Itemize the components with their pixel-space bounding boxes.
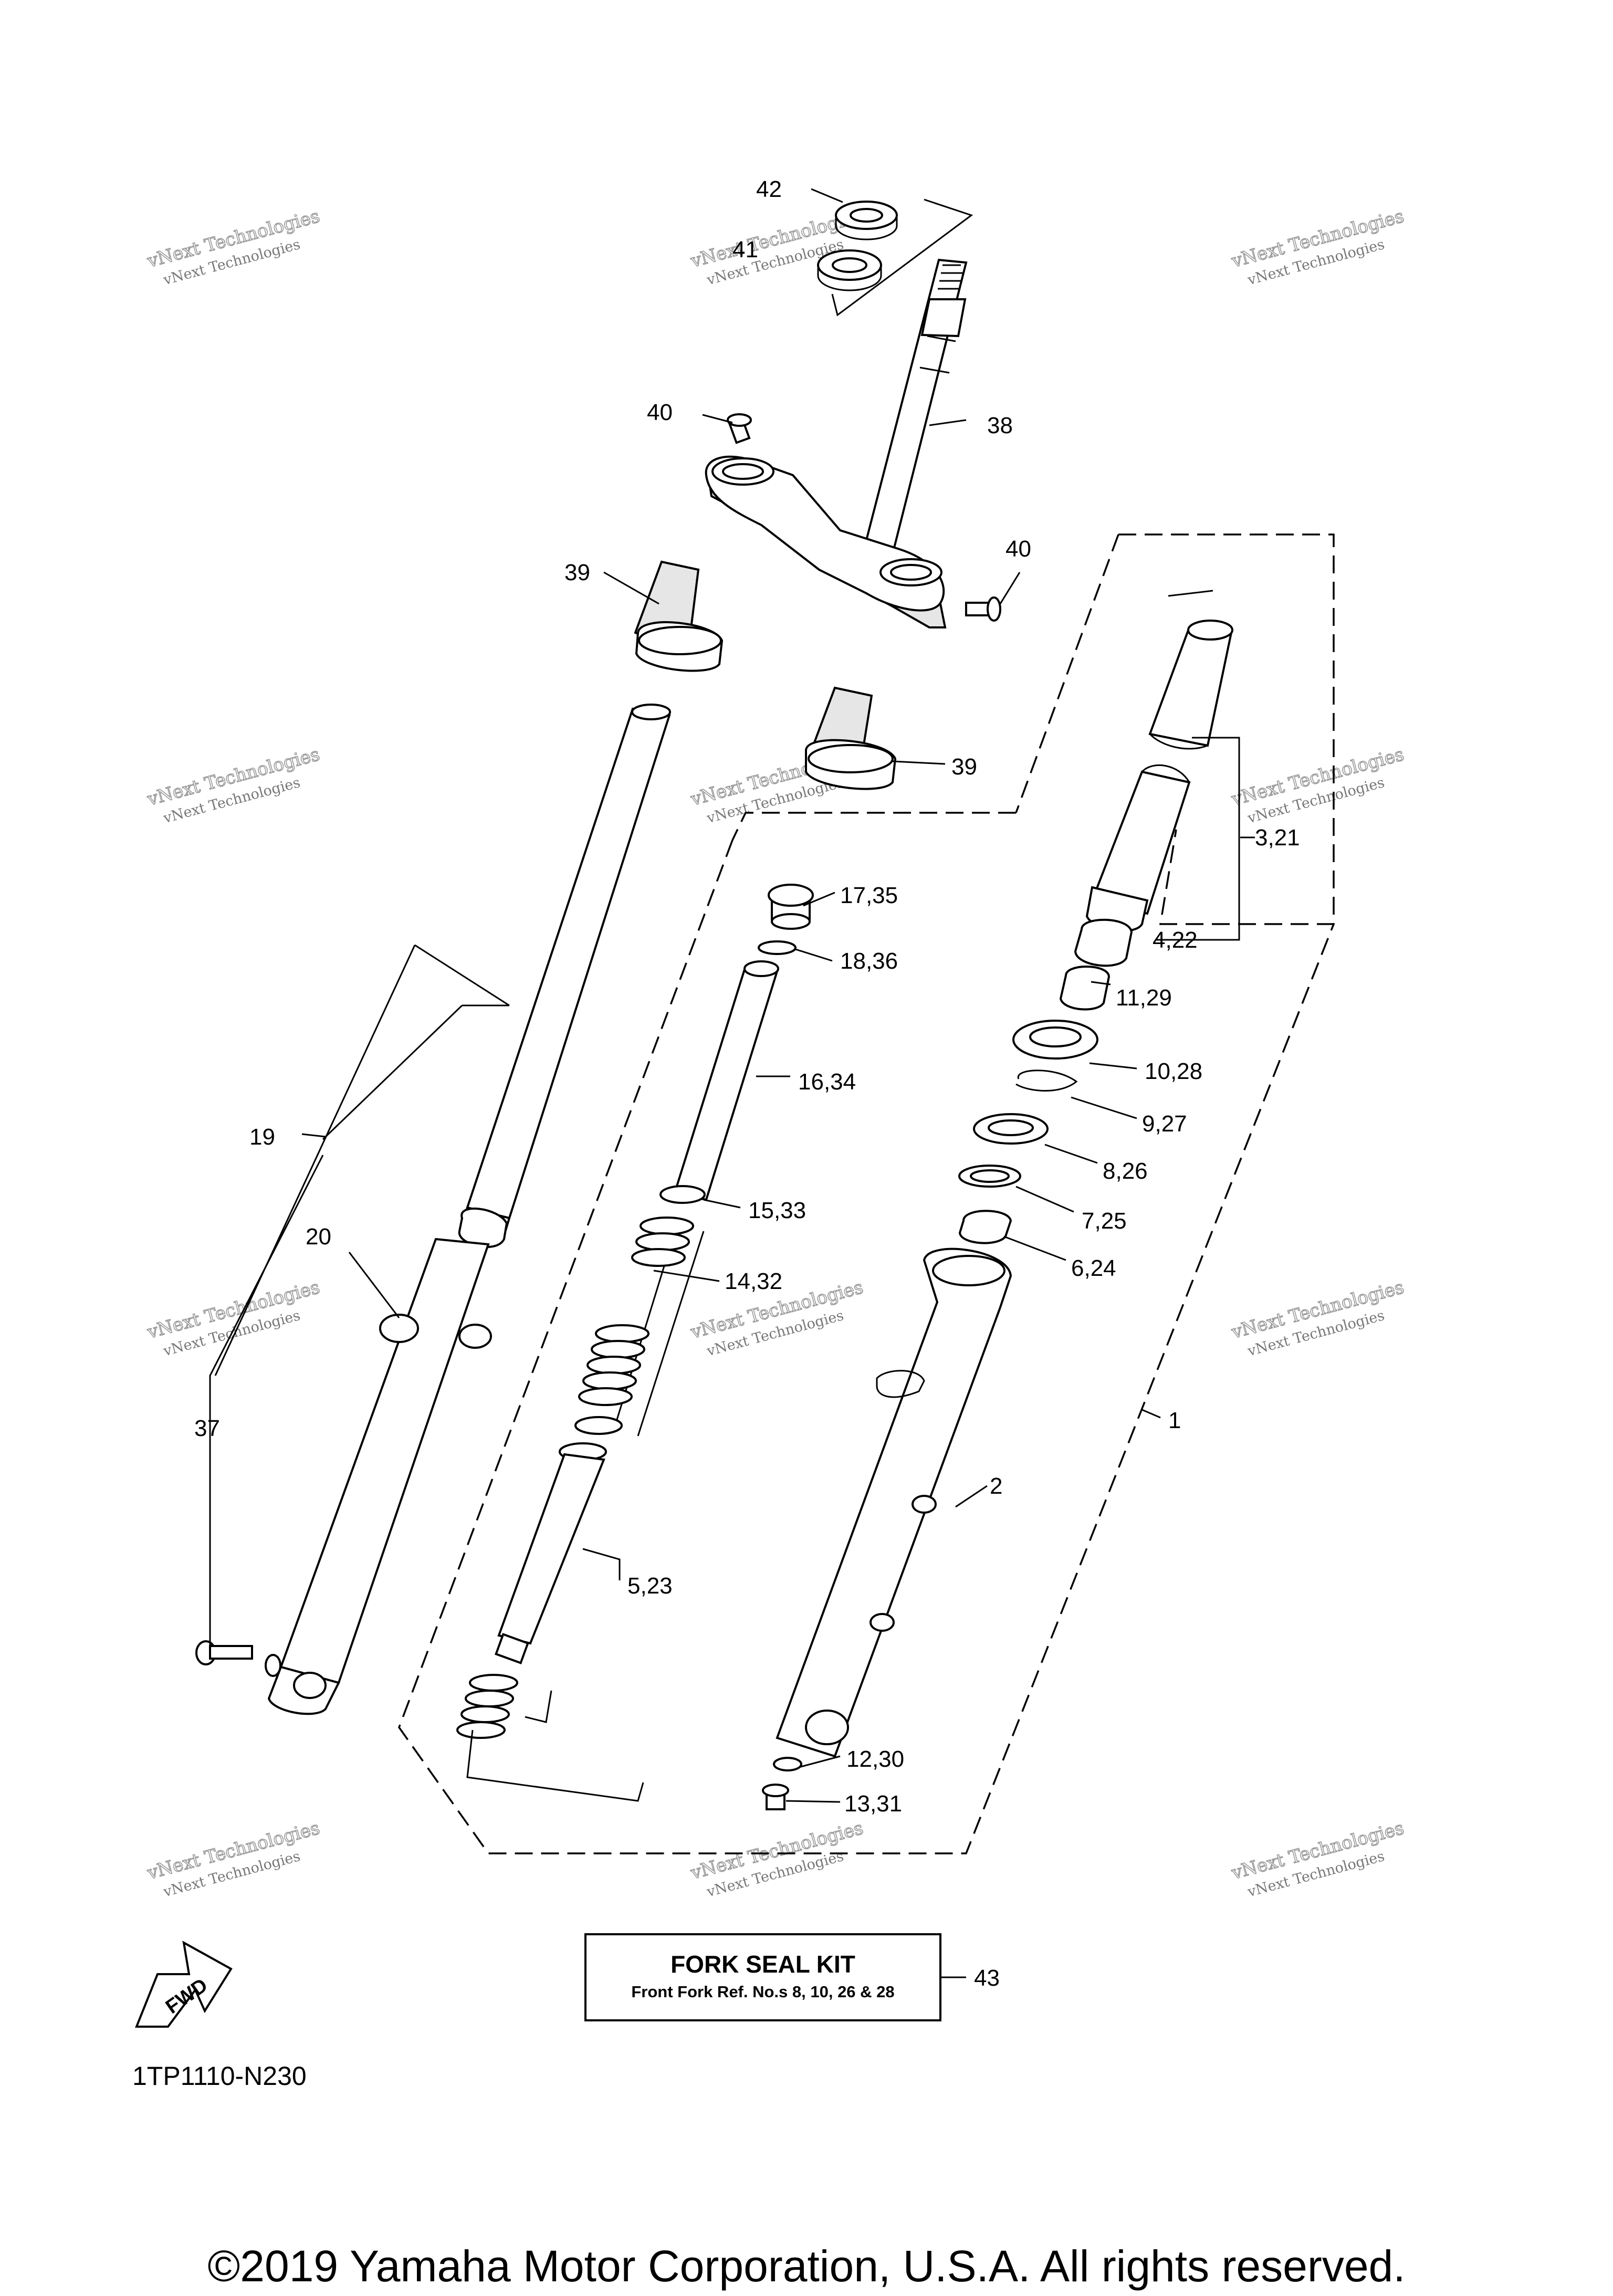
pinch-bolt-upper xyxy=(727,413,752,444)
oil-seal xyxy=(1012,1020,1098,1060)
watermark: vNext Technologies vNext Technologies xyxy=(144,205,322,289)
watermark: vNext Technologies vNext Technologies xyxy=(688,1817,866,1901)
callout-5-23: 5,23 xyxy=(627,1573,673,1599)
callout-12-30: 12,30 xyxy=(846,1746,904,1772)
dust-seal xyxy=(973,1113,1049,1145)
callout-1: 1 xyxy=(1168,1408,1181,1433)
rebound-spring xyxy=(456,1674,518,1739)
callout-17-35: 17,35 xyxy=(840,883,898,908)
fork-spring xyxy=(578,1217,705,1437)
callout-labels: 42 41 40 38 40 39 39 3,21 17,35 4,22 18,… xyxy=(194,176,1300,1991)
o-ring xyxy=(758,940,797,955)
callout-13-31: 13,31 xyxy=(844,1791,902,1817)
bearing-41 xyxy=(817,249,882,291)
watermark: vNext Technologies vNext Technologies xyxy=(1229,205,1407,289)
callout-37: 37 xyxy=(194,1416,220,1441)
forward-arrow-icon: FWD xyxy=(135,1941,233,2028)
watermark: vNext Technologies vNext Technologies xyxy=(144,1817,322,1901)
callout-40-upper: 40 xyxy=(647,400,673,425)
washer-stack xyxy=(958,1165,1021,1188)
callout-40-lower: 40 xyxy=(1005,536,1031,562)
callout-39-upper: 39 xyxy=(564,560,590,585)
guide-bushing xyxy=(1059,966,1111,1011)
callout-14-32: 14,32 xyxy=(725,1268,782,1294)
callout-8-26: 8,26 xyxy=(1103,1158,1148,1184)
callout-43: 43 xyxy=(974,1965,1000,1991)
bearing-42 xyxy=(835,201,898,240)
kit-title: FORK SEAL KIT xyxy=(671,1950,855,1978)
fork-cover-right xyxy=(805,686,897,790)
assembly-outline-main xyxy=(398,534,1335,1854)
under-bracket xyxy=(705,455,947,628)
diagram-code: 1TP1110-N230 xyxy=(132,2061,307,2091)
spacer xyxy=(673,960,779,1201)
copyright-notice: ©2019 Yamaha Motor Corporation, U.S.A. A… xyxy=(207,2241,1406,2291)
drain-washer xyxy=(773,1757,802,1771)
watermark: vNext Technologies vNext Technologies xyxy=(144,1276,322,1360)
callout-10-28: 10,28 xyxy=(1145,1058,1202,1084)
kit-subtitle: Front Fork Ref. No.s 8, 10, 26 & 28 xyxy=(631,1982,895,2001)
fork-cover-left xyxy=(634,560,724,672)
callout-2: 2 xyxy=(990,1473,1002,1499)
stopper-clip xyxy=(1015,1070,1078,1092)
watermark: vNext Technologies vNext Technologies xyxy=(1229,743,1407,827)
bushing-lower xyxy=(958,1210,1012,1244)
steering-stem xyxy=(862,258,968,555)
callout-18-36: 18,36 xyxy=(840,948,898,974)
fork-seal-kit-box: FORK SEAL KIT Front Fork Ref. No.s 8, 10… xyxy=(584,1933,941,2021)
callout-3-21: 3,21 xyxy=(1255,825,1300,851)
callout-11-29: 11,29 xyxy=(1116,985,1172,1011)
callout-7-25: 7,25 xyxy=(1082,1208,1127,1234)
drain-bolt xyxy=(762,1784,789,1810)
outer-tube xyxy=(776,1247,1012,1758)
callout-41: 41 xyxy=(732,237,758,263)
bearing-leader xyxy=(831,198,973,317)
callout-19: 19 xyxy=(249,1124,275,1150)
cap-bolt xyxy=(768,884,814,930)
callout-38: 38 xyxy=(987,413,1013,438)
damper-rod xyxy=(495,1442,607,1664)
callout-6-24: 6,24 xyxy=(1071,1255,1116,1281)
slide-bushing xyxy=(1074,918,1133,967)
pinch-bolt-lower xyxy=(965,596,1001,622)
watermark: vNext Technologies vNext Technologies xyxy=(1229,1817,1407,1901)
piston-ring xyxy=(574,1416,623,1435)
callout-16-34: 16,34 xyxy=(798,1069,856,1095)
left-fork-assembly xyxy=(265,704,671,1715)
callout-42: 42 xyxy=(756,176,782,202)
callout-9-27: 9,27 xyxy=(1142,1111,1187,1137)
watermark: vNext Technologies vNext Technologies xyxy=(1229,1276,1407,1360)
callout-15-33: 15,33 xyxy=(748,1198,806,1223)
callout-20: 20 xyxy=(306,1224,331,1250)
inner-tube xyxy=(1085,620,1233,932)
watermark: vNext Technologies vNext Technologies xyxy=(144,743,322,827)
axle-pinch-bolt xyxy=(195,1640,253,1665)
callout-4-22: 4,22 xyxy=(1153,927,1198,953)
leader-lines xyxy=(209,188,1255,1978)
washer xyxy=(659,1185,706,1204)
callout-39-lower: 39 xyxy=(951,754,977,780)
